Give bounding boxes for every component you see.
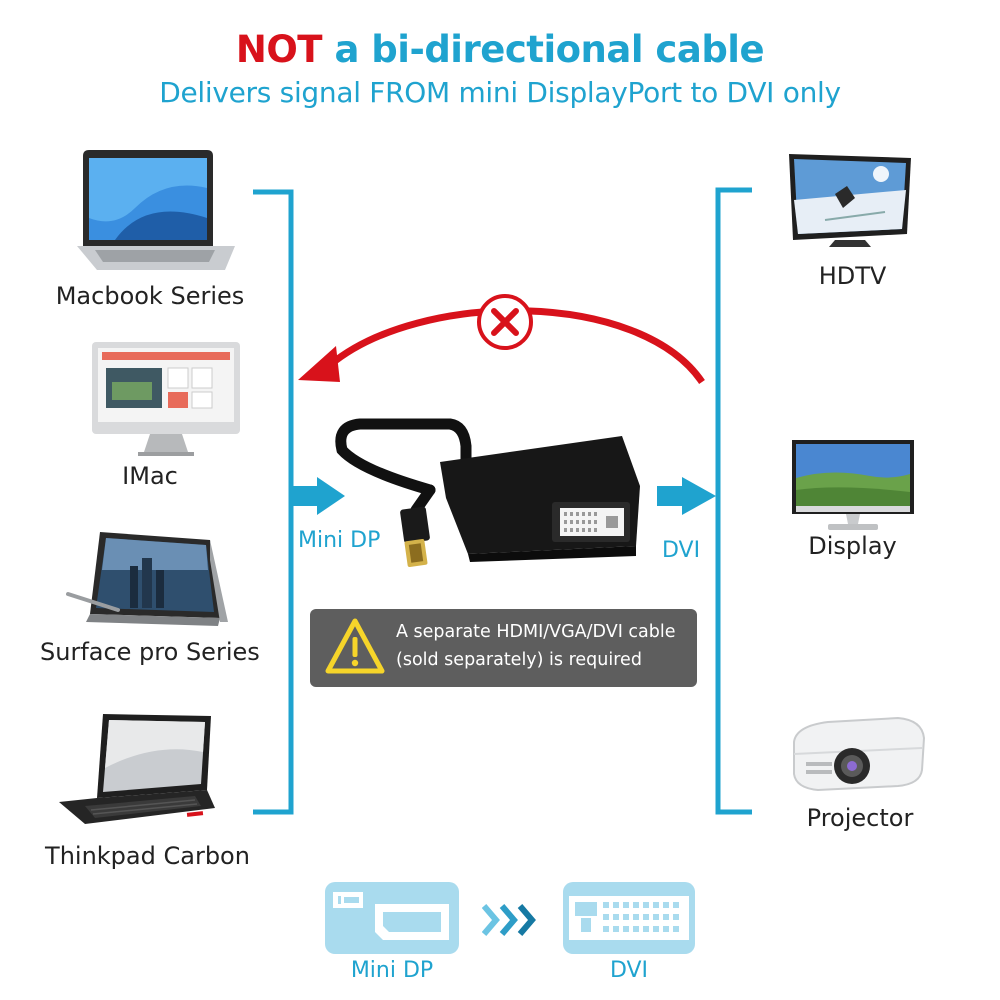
dvi-port-icon [569, 896, 689, 940]
conversion-chevrons-icon [482, 904, 536, 936]
source-label-macbook: Macbook Series [55, 282, 245, 310]
target-bracket [715, 187, 752, 815]
source-label-imac: IMac [122, 462, 178, 490]
source-label-thinkpad: Thinkpad Carbon [45, 842, 250, 870]
title-rest: a bi-directional cable [322, 28, 765, 71]
warning-box: A separate HDMI/VGA/DVI cable (sold sepa… [310, 609, 697, 687]
title-negative: NOT [235, 28, 323, 71]
thinkpad-laptop-icon [59, 714, 215, 824]
target-label-display: Display [808, 532, 897, 560]
warning-triangle-icon [325, 618, 385, 674]
bottom-mini-dp-label: Mini DP [350, 958, 434, 983]
target-label-hdtv: HDTV [818, 262, 887, 290]
source-bracket [253, 189, 294, 815]
bottom-dvi-label: DVI [609, 958, 649, 983]
macbook-laptop-icon [77, 150, 235, 270]
mini-dp-port-icon [333, 892, 449, 940]
output-arrow-icon [657, 477, 716, 515]
output-label: DVI [662, 538, 701, 563]
surface-tablet-icon [66, 532, 228, 626]
input-label: Mini DP [298, 528, 381, 553]
monitor-icon [792, 440, 914, 530]
dvi-port-tile [563, 882, 695, 954]
page-title: NOT a bi-directional cable [0, 28, 1000, 71]
target-label-projector: Projector [806, 804, 914, 832]
warning-text: A separate HDMI/VGA/DVI cable (sold sepa… [396, 618, 676, 674]
mini-dp-port-tile [325, 882, 459, 954]
source-label-surface: Surface pro Series [40, 638, 260, 666]
page-subtitle: Delivers signal FROM mini DisplayPort to… [159, 76, 841, 109]
input-arrow-icon [292, 477, 345, 515]
warning-line-2: (sold separately) is required [396, 650, 642, 670]
reverse-arrowhead-icon [298, 346, 340, 382]
warning-line-1: A separate HDMI/VGA/DVI cable [396, 622, 676, 642]
projector-icon [793, 716, 926, 792]
hdtv-icon [789, 154, 911, 247]
adapter-cable-icon [335, 418, 640, 568]
imac-icon [92, 342, 240, 456]
